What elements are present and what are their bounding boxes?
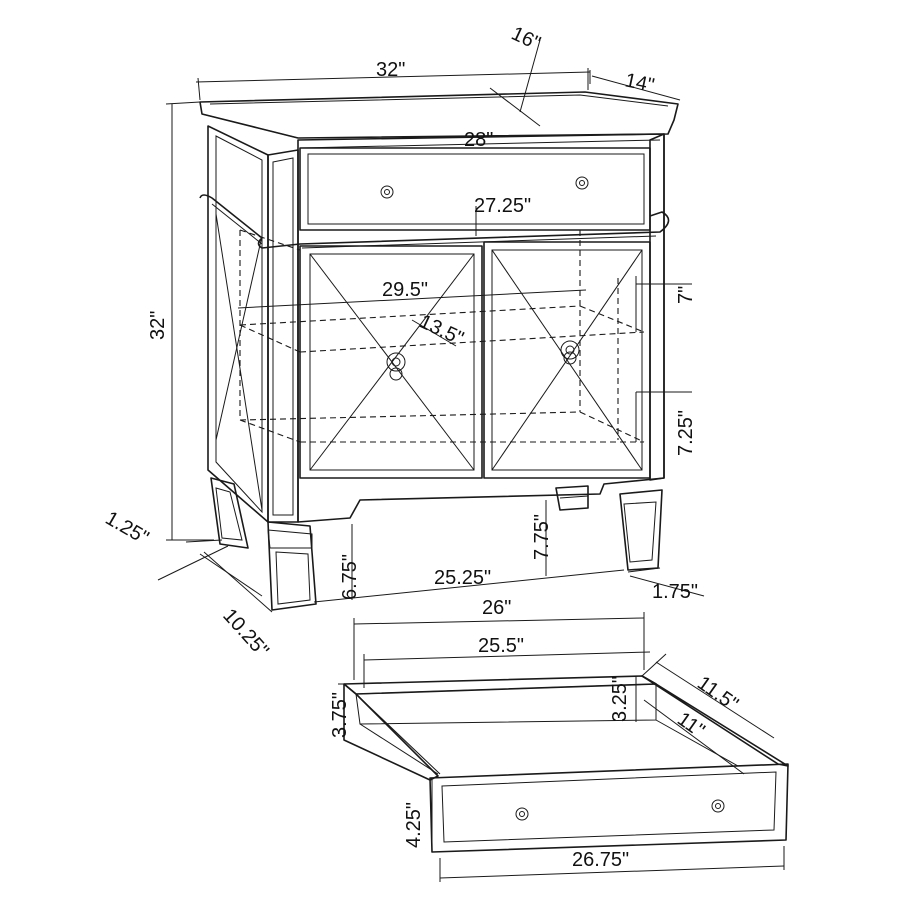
cabinet bbox=[199, 91, 679, 611]
door-left bbox=[299, 245, 483, 479]
drawer-front-panel bbox=[429, 763, 789, 853]
label-inner-top-width: 28" bbox=[464, 129, 493, 151]
drawer-dimension-lines bbox=[338, 612, 785, 882]
drawer-knob-right bbox=[575, 176, 589, 190]
dimension-labels: 16" 32" 14" 28" 27.25" 32" 29.5" 13.5" 7… bbox=[102, 23, 743, 871]
label-side-depth: 10.25" bbox=[218, 605, 273, 662]
label-overall-height: 32" bbox=[147, 311, 169, 340]
label-lower-gap: 7.25" bbox=[675, 410, 697, 456]
label-floor-clearance-center: 7.75" bbox=[531, 514, 553, 560]
label-upper-gap: 7" bbox=[675, 286, 697, 304]
label-leg-depth: 1.25" bbox=[102, 507, 153, 549]
door-right bbox=[483, 241, 651, 479]
drawer-knob-left bbox=[380, 185, 394, 199]
drawer-knob-left-detail bbox=[515, 807, 529, 821]
door-pull-right bbox=[560, 340, 580, 365]
label-leg-width: 1.75" bbox=[652, 581, 698, 603]
label-drawer-front-width: 27.25" bbox=[474, 195, 531, 217]
label-top-width: 32" bbox=[376, 59, 405, 81]
label-drawer-front-height: 4.25" bbox=[403, 802, 425, 848]
label-drawer-front-total-width: 26.75" bbox=[572, 849, 629, 871]
label-drawer-outer-width: 26" bbox=[482, 597, 511, 619]
drawer-knob-right-detail bbox=[711, 799, 725, 813]
label-top-depth: 14" bbox=[623, 69, 656, 97]
label-drawer-inner-height: 3.25" bbox=[609, 676, 631, 722]
front-frame bbox=[297, 133, 665, 523]
door-pull-left bbox=[386, 352, 406, 381]
label-drawer-outer-depth: 11.5" bbox=[693, 672, 742, 716]
cabinet-drawer bbox=[299, 147, 651, 231]
interior-hidden-lines bbox=[239, 229, 645, 443]
label-top-depth-angle: 16" bbox=[508, 23, 544, 55]
label-shelf-width: 29.5" bbox=[382, 279, 428, 301]
label-drawer-inner-width: 25.5" bbox=[478, 635, 524, 657]
label-floor-clearance-front: 6.75" bbox=[339, 554, 361, 600]
cabinet-dimension-lines bbox=[157, 39, 705, 613]
label-leg-span: 25.25" bbox=[434, 567, 491, 589]
label-drawer-height: 3.75" bbox=[329, 692, 351, 738]
